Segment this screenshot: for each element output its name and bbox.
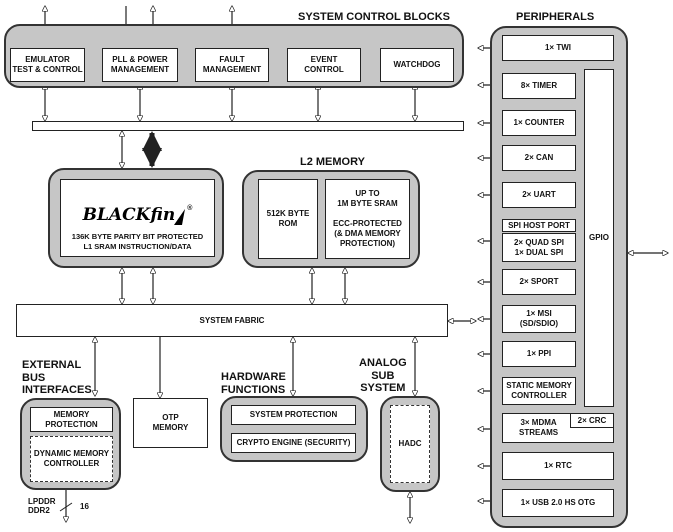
core-block: BLACKfin ® 136K BYTE PARITY BIT PROTECTE… — [60, 179, 215, 257]
peripheral-sport: 2× SPORT — [502, 269, 576, 295]
peripheral-crc: 2× CRC — [570, 413, 614, 428]
hardware-functions-heading: HARDWARE FUNCTIONS — [221, 371, 286, 396]
peripheral-can: 2× CAN — [502, 145, 576, 171]
lpddr-label: LPDDR DDR2 — [28, 497, 56, 515]
peripheral-rtc: 1× RTC — [502, 452, 614, 480]
system-protection-block: SYSTEM PROTECTION — [231, 405, 356, 425]
emulator-block: EMULATOR TEST & CONTROL — [10, 48, 85, 82]
peripheral-mdma: 3× MDMA STREAMS — [502, 413, 614, 443]
peripheral-counter: 1× COUNTER — [502, 110, 576, 136]
l2-sram-block: UP TO 1M BYTE SRAM ECC-PROTECTED (& DMA … — [325, 179, 410, 259]
dmc-block: DYNAMIC MEMORY CONTROLLER — [30, 436, 113, 482]
peripheral-uart: 2× UART — [502, 182, 576, 208]
hadc-block: HADC — [390, 405, 430, 483]
otp-memory-block: OTP MEMORY — [133, 398, 208, 448]
blackfin-logo: BLACKfin ® — [82, 205, 193, 226]
peripheral-timer: 8× TIMER — [502, 73, 576, 99]
peripheral-spi-host: SPI HOST PORT — [502, 219, 576, 232]
analog-sub-heading: ANALOG SUB SYSTEM — [359, 357, 407, 395]
peripheral-usb: 1× USB 2.0 HS OTG — [502, 489, 614, 517]
external-bus-heading: EXTERNAL BUS INTERFACES — [22, 359, 92, 397]
bus-width-label: 16 — [80, 502, 89, 511]
crypto-engine-block: CRYPTO ENGINE (SECURITY) — [231, 433, 356, 453]
control-bus-bar — [32, 121, 464, 131]
l2-ecc-label: ECC-PROTECTED (& DMA MEMORY PROTECTION) — [333, 219, 402, 248]
peripheral-smc: STATIC MEMORY CONTROLLER — [502, 377, 576, 405]
memory-protection-block: MEMORY PROTECTION — [30, 407, 113, 432]
rom-block: 512K BYTE ROM — [258, 179, 318, 259]
bus-width-slash — [59, 502, 73, 512]
peripheral-msi: 1× MSI (SD/SDIO) — [502, 305, 576, 333]
registered-mark: ® — [187, 205, 193, 212]
blackfin-logo-text: BLACKfin — [82, 205, 176, 225]
peripheral-spi: 2× QUAD SPI 1× DUAL SPI — [502, 233, 576, 262]
peripheral-ppi: 1× PPI — [502, 341, 576, 367]
system-control-heading: SYSTEM CONTROL BLOCKS — [298, 11, 450, 23]
event-control-block: EVENT CONTROL — [287, 48, 361, 82]
peripheral-twi: 1× TWI — [502, 35, 614, 61]
l1-sram-label: 136K BYTE PARITY BIT PROTECTED L1 SRAM I… — [71, 232, 204, 251]
l2-sram-size: UP TO 1M BYTE SRAM — [337, 189, 398, 208]
peripherals-heading: PERIPHERALS — [516, 11, 595, 23]
pll-power-block: PLL & POWER MANAGEMENT — [102, 48, 178, 82]
watchdog-block: WATCHDOG — [380, 48, 454, 82]
gpio-block: GPIO — [584, 69, 614, 407]
system-fabric: SYSTEM FABRIC — [16, 304, 448, 337]
fin-icon — [174, 209, 186, 226]
fault-management-block: FAULT MANAGEMENT — [195, 48, 269, 82]
l2-memory-heading: L2 MEMORY — [300, 156, 365, 168]
